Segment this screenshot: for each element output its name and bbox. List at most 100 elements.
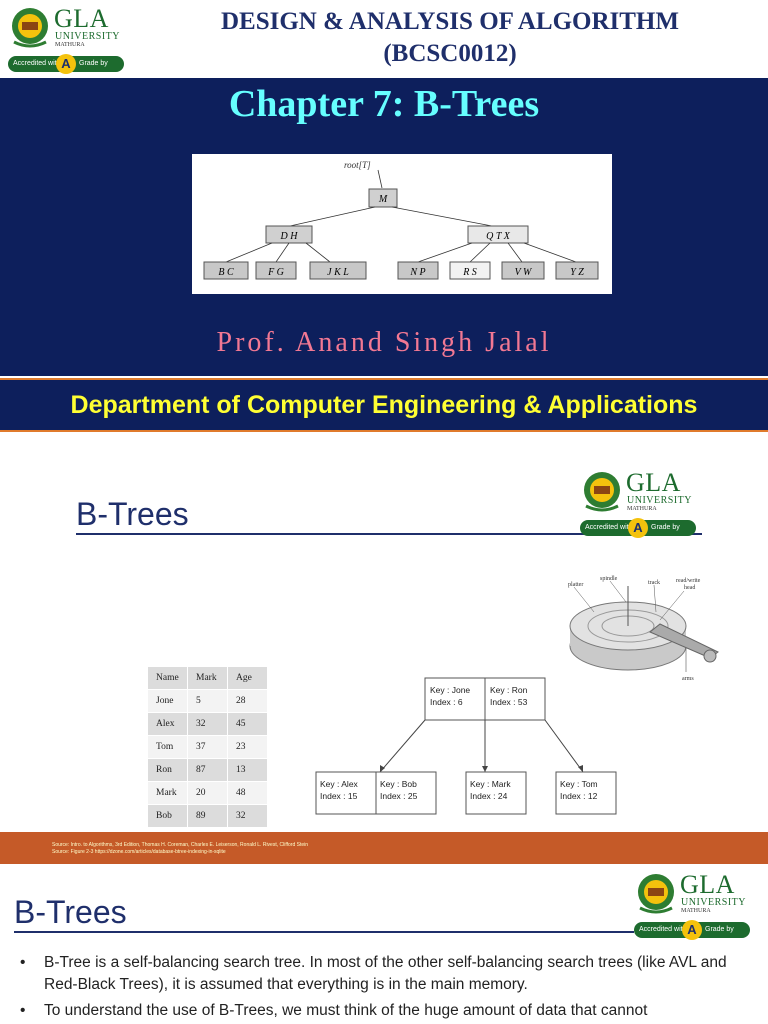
table-cell: 37 [187,735,228,759]
tree-node-dh-text: D H [280,231,299,242]
accreditation-text: Accredited with [639,926,687,933]
table-cell: 48 [227,781,268,805]
table-cell: 45 [227,712,268,736]
tree-leaf-rs-text: R S [462,267,477,278]
title-slide: GLA UNIVERSITY MATHURA Accredited with A… [0,0,768,432]
bullet-icon: • [20,954,26,971]
table-cell: Jone [147,689,188,713]
index-root-right-key: Key : Ron [490,685,528,695]
slide-title: B-Trees [76,496,189,532]
grade-badge: A [682,920,702,940]
logo-name: GLA [54,4,109,33]
logo-city: MATHURA [627,506,657,512]
arms-label: arms [682,676,694,682]
professor-name: Prof. Anand Singh Jalal [216,327,552,358]
bullet-item: • B-Tree is a self-balancing search tree… [20,952,760,996]
table-cell: Alex [147,712,188,736]
bullet-item: • To understand the use of B-Trees, we m… [20,1000,760,1022]
btree-description-slide: B-Trees GLA UNIVERSITY MATHURA Accredite… [0,864,768,1024]
logo-sub: UNIVERSITY [627,495,692,506]
index-child-mark [465,771,527,815]
table-cell: Tom [147,735,188,759]
head-label-1: read/write [676,578,701,584]
track-label: track [648,580,660,586]
platter-label: platter [568,582,583,588]
accreditation-text: Accredited with [585,524,633,531]
logo-name: GLA [680,870,735,899]
table-cell: Ron [147,758,188,782]
title-underline [76,533,702,535]
logo-city: MATHURA [55,42,85,48]
table-cell: 28 [227,689,268,713]
spindle-label: spindle [600,576,618,582]
emblem-icon [584,472,620,512]
table-cell: Mark [147,781,188,805]
index-child-bob [375,771,437,815]
index-child-key: Key : Mark [470,779,511,789]
course-title: DESIGN & ANALYSIS OF ALGORITHM (BCSC0012… [140,6,760,70]
course-code: (BCSC0012) [383,40,517,67]
table-cell: 13 [227,758,268,782]
table-cell: 5 [187,689,228,713]
tree-leaf-bc [203,261,249,280]
slide-header: GLA UNIVERSITY MATHURA Accredited with A… [0,0,768,83]
table-cell: Bob [147,804,188,828]
tree-leaf-fg [255,261,297,280]
index-root-right [484,677,546,721]
emblem-icon [12,8,48,48]
table-cell: 32 [187,712,228,736]
index-root-left [424,677,486,721]
head-label-2: head [684,585,695,591]
btree-index-figure: Key : Jone Index : 6 Key : Ron Index : 5… [315,677,617,815]
tree-node-qtx [467,225,529,244]
tree-leaf-yz-text: Y Z [570,267,584,278]
index-child-tom [555,771,617,815]
index-root-left-key: Key : Jone [430,685,470,695]
tree-leaf-jkl [309,261,367,280]
title-underline [14,931,634,933]
logo-sub: UNIVERSITY [55,31,120,42]
index-child-alex [315,771,377,815]
index-child-key: Key : Bob [380,779,417,789]
course-name: DESIGN & ANALYSIS OF ALGORITHM [221,8,679,35]
tree-leaf-np-text: N P [409,267,425,278]
table-header: Name [147,666,188,690]
tree-leaf-bc-text: B C [218,267,234,278]
tree-leaf-np [397,261,439,280]
logo-name: GLA [626,468,681,497]
tree-node-root-text: M [378,194,388,205]
index-child-key: Key : Alex [320,779,359,789]
btree-intro-slide: B-Trees GLA UNIVERSITY MATHURA Accredite… [0,432,768,864]
tree-leaf-yz [555,261,599,280]
index-root-left-index: Index : 6 [430,697,463,707]
grade-badge: A [628,518,648,538]
accreditation-badge: Accredited with A Grade by NAAC [8,54,124,83]
bullet-text: To understand the use of B-Trees, we mus… [44,1002,648,1019]
source-citation: Source: Figure 2-3 https://dzone.com/art… [52,849,226,855]
disk-drive-figure: platter spindle track read/write head ar… [568,576,719,682]
index-child-key: Key : Tom [560,779,598,789]
bullet-icon: • [20,1002,26,1019]
slide-title: B-Trees [14,894,127,930]
source-citation: Source: Intro. to Algorithms, 3rd Editio… [52,842,309,848]
index-root-right-index: Index : 53 [490,697,528,707]
tree-leaf-vw [501,261,545,280]
department-banner: Department of Computer Engineering & App… [0,378,768,432]
accreditation-badge: Accredited with A Grade by NAAC [580,518,696,547]
chapter-title: Chapter 7: B-Trees [228,83,540,125]
table-cell: 89 [187,804,228,828]
btree-figure: root[T] M D H Q T X B C F G J K L N P R … [192,154,612,294]
tree-node-root [368,188,398,208]
table-header: Mark [187,666,228,690]
index-child-index: Index : 12 [560,791,598,801]
table-cell: 32 [227,804,268,828]
tree-leaf-jkl-text: J K L [327,267,349,278]
grade-badge: A [56,54,76,74]
index-child-index: Index : 15 [320,791,358,801]
